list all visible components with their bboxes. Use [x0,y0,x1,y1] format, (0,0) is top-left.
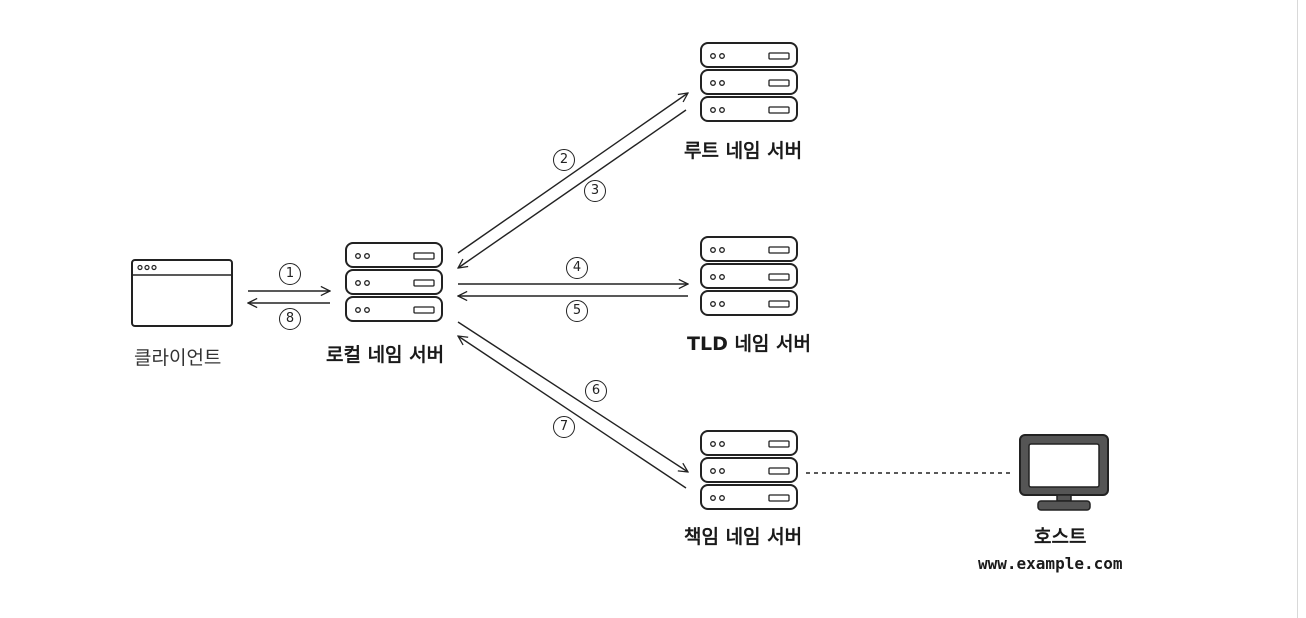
client-browser-icon [131,259,233,327]
local-name-server-icon [346,242,442,321]
step-4-badge: 4 [566,257,588,279]
arrow-step-2 [457,93,688,254]
authoritative-name-server-icon [701,430,797,509]
host-url: www.example.com [978,554,1123,573]
right-edge-line [1297,0,1298,618]
arrow-step-6 [457,321,688,472]
step-7-badge: 7 [553,416,575,438]
tld-name-server-icon [701,236,797,315]
host-label: 호스트 [1034,526,1087,548]
step-3-badge: 3 [584,180,606,202]
tld-name-server-label: TLD 네임 서버 [687,333,811,355]
client-label: 클라이언트 [134,347,222,369]
step-1-badge: 1 [279,263,301,285]
local-name-server-label: 로컬 네임 서버 [326,344,445,366]
authoritative-name-server-label: 책임 네임 서버 [684,526,803,548]
root-name-server-icon [701,42,797,121]
arrow-step-7 [458,336,687,489]
root-name-server-label: 루트 네임 서버 [684,140,803,162]
host-monitor-icon [1019,434,1109,511]
arrow-step-3 [458,109,687,268]
step-2-badge: 2 [553,149,575,171]
step-5-badge: 5 [566,300,588,322]
step-8-badge: 8 [279,308,301,330]
step-6-badge: 6 [585,380,607,402]
